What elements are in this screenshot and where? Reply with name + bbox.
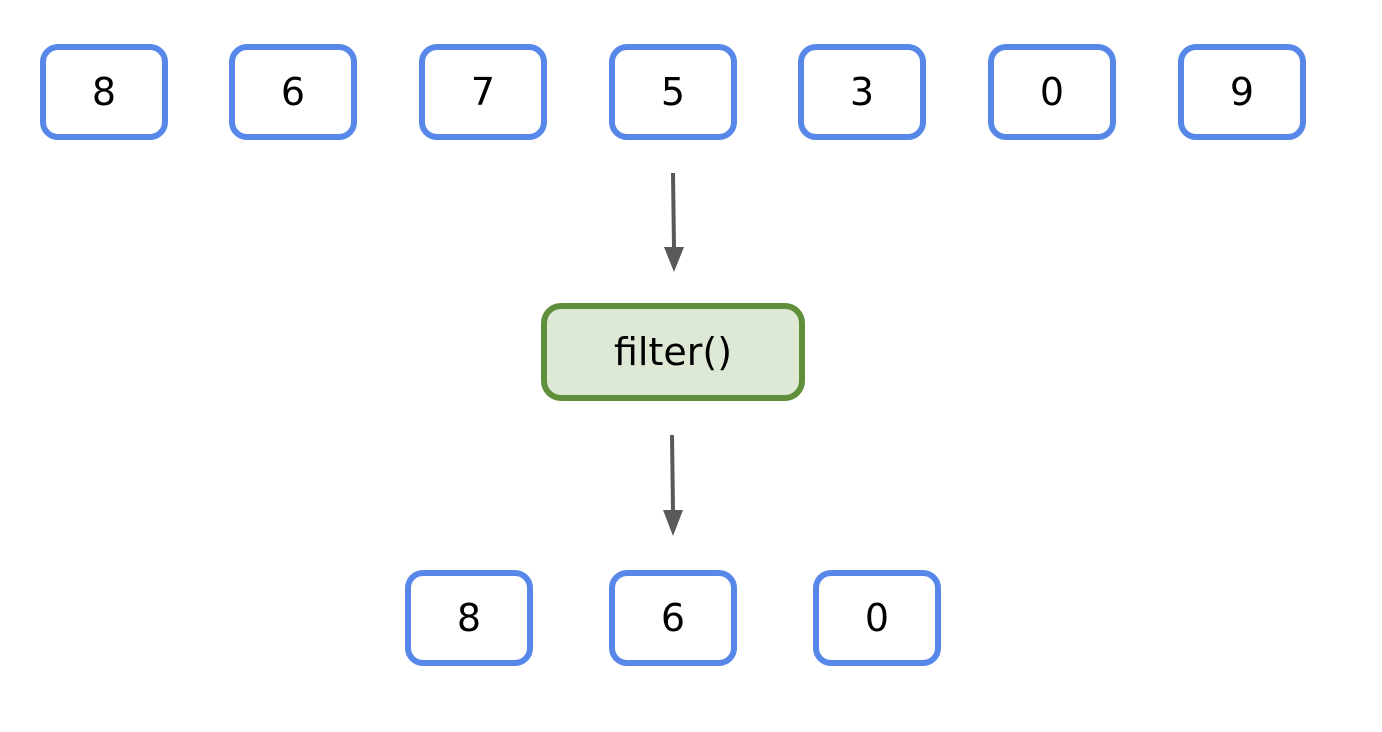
input-item: 9 [1178, 44, 1306, 140]
output-item: 0 [813, 570, 941, 666]
arrow-filter-to-output [663, 434, 683, 536]
input-item: 0 [988, 44, 1116, 140]
arrow-input-to-filter [664, 172, 684, 272]
output-item: 8 [405, 570, 533, 666]
output-item: 6 [609, 570, 737, 666]
input-item: 7 [419, 44, 547, 140]
input-item: 6 [229, 44, 357, 140]
input-item: 8 [40, 44, 168, 140]
filter-function-box: filter() [541, 303, 805, 401]
input-item: 5 [609, 44, 737, 140]
input-item: 3 [798, 44, 926, 140]
